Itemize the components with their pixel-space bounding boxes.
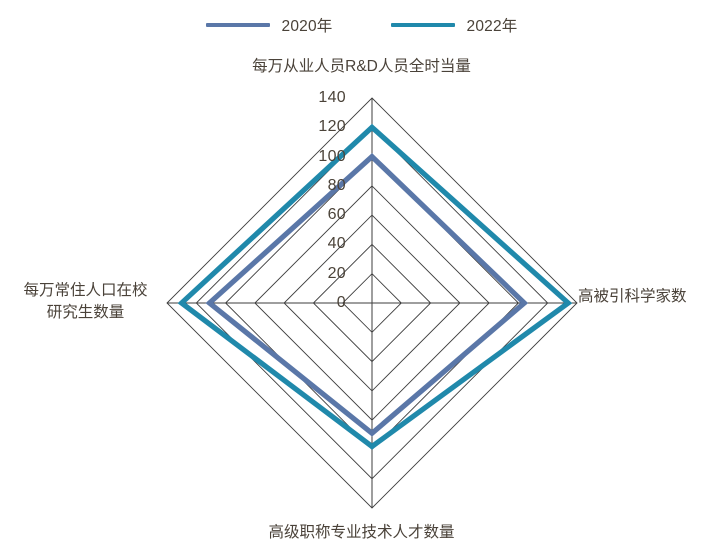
radial-tick-140: 140	[318, 89, 346, 106]
chart-legend: 2020年 2022年	[0, 14, 723, 36]
axis-label-left: 每万常住人口在校 研究生数量	[23, 282, 148, 322]
radial-tick-60: 60	[327, 206, 346, 224]
radial-tick-100: 100	[318, 147, 346, 165]
radial-tick-80: 80	[327, 176, 346, 194]
radial-tick-0: 0	[336, 294, 346, 311]
radar-series-layer	[177, 123, 573, 450]
legend-label-2022: 2022年	[466, 18, 518, 35]
radial-tick-40: 40	[327, 235, 346, 253]
axis-label-right: 高被引科学家数	[578, 288, 687, 305]
series-polygon-2020年	[205, 153, 529, 437]
radial-tick-120: 120	[318, 118, 346, 136]
legend-swatch-2020	[205, 23, 270, 27]
series-polygon-2022年	[177, 123, 573, 450]
radar-axes	[167, 98, 577, 508]
radial-tick-20: 20	[327, 264, 346, 282]
legend-item-2020[interactable]: 2020年	[205, 14, 333, 36]
legend-swatch-2022	[390, 23, 455, 27]
legend-label-2020: 2020年	[281, 18, 333, 35]
legend-item-2022[interactable]: 2022年	[390, 14, 518, 36]
axis-label-top: 每万从业人员R&D人员全时当量	[252, 58, 471, 75]
axis-label-bottom: 高级职称专业技术人才数量	[268, 524, 455, 541]
